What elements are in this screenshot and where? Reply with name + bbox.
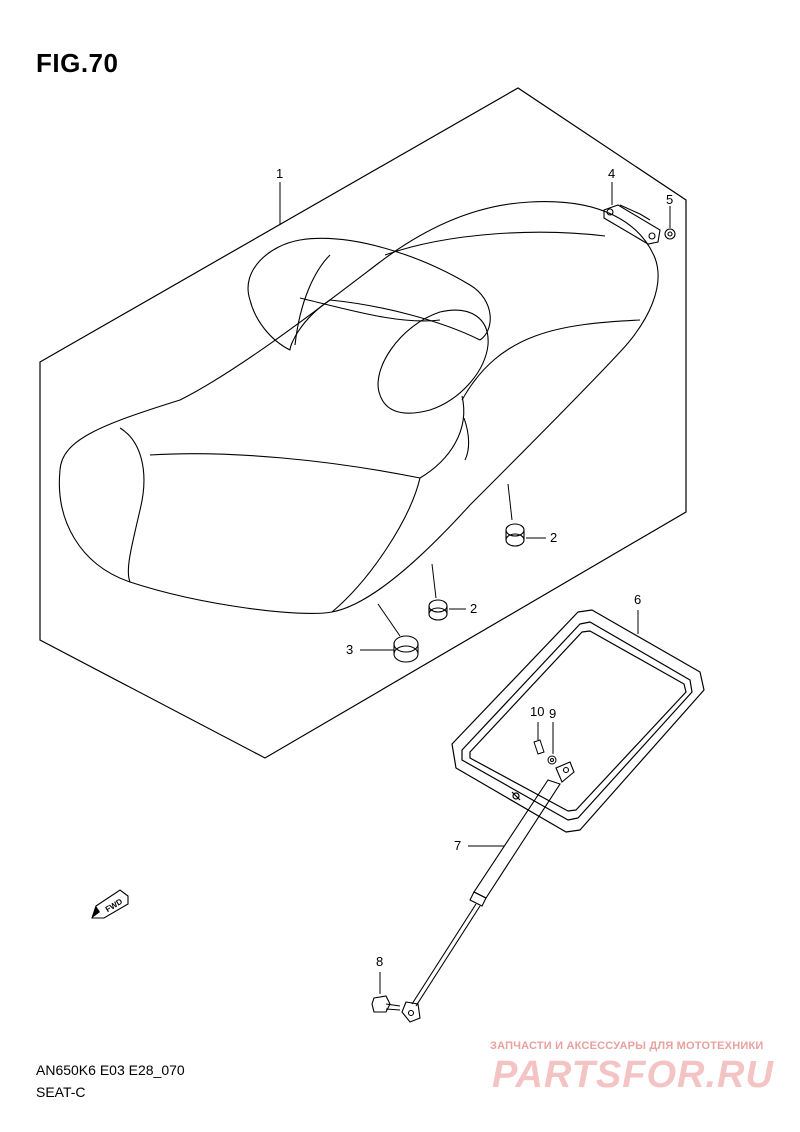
- callout-5-label: 5: [666, 192, 673, 207]
- part-6-frame: [451, 609, 705, 833]
- part-5-nut: [664, 228, 676, 240]
- callout-2a: 2: [526, 530, 557, 545]
- callout-4-label: 4: [608, 166, 615, 181]
- callout-7: 7: [454, 838, 504, 853]
- seat: [58, 201, 659, 614]
- callout-6: 6: [634, 592, 641, 634]
- part-7-gas-strut: [401, 761, 575, 1023]
- callout-2a-label: 2: [550, 530, 557, 545]
- part-9-washer: [547, 722, 557, 765]
- callout-3: 3: [346, 642, 394, 657]
- fwd-arrow-icon: FWD: [91, 889, 129, 919]
- seat-boundary: [39, 87, 687, 759]
- part-4-bracket: [603, 204, 661, 245]
- watermark-text: ЗАПЧАСТИ И АКСЕССУАРЫ ДЛЯ МОТОТЕХНИКИ: [490, 1040, 764, 1052]
- callout-7-label: 7: [454, 838, 461, 853]
- figure-code: AN650K6 E03 E28_070: [36, 1062, 185, 1078]
- callout-9-label: 9: [549, 706, 556, 721]
- callout-2b: 2: [449, 601, 477, 616]
- callout-2b-label: 2: [470, 601, 477, 616]
- part-2-cushion-a: [505, 483, 525, 547]
- callout-3-label: 3: [346, 642, 353, 657]
- callout-5: 5: [666, 192, 673, 228]
- callout-4: 4: [608, 166, 615, 205]
- part-3-damper: [377, 603, 419, 663]
- callout-6-label: 6: [634, 592, 641, 607]
- part-10-clip: [533, 722, 545, 755]
- callout-8: 8: [376, 954, 383, 969]
- callout-10-label: 10: [530, 704, 544, 719]
- callout-8-label: 8: [376, 954, 383, 969]
- watermark-logo: PARTSFOR.RU: [492, 1054, 774, 1096]
- part-2-cushion-b: [428, 563, 448, 621]
- part-8-bolt: [371, 972, 401, 1013]
- callout-9: 9: [549, 706, 556, 721]
- figure-subtitle: SEAT-C: [36, 1084, 86, 1100]
- callout-1: 1: [276, 166, 283, 225]
- figure-title: FIG.70: [36, 48, 119, 78]
- callout-10: 10: [530, 704, 544, 719]
- callout-1-label: 1: [276, 166, 283, 181]
